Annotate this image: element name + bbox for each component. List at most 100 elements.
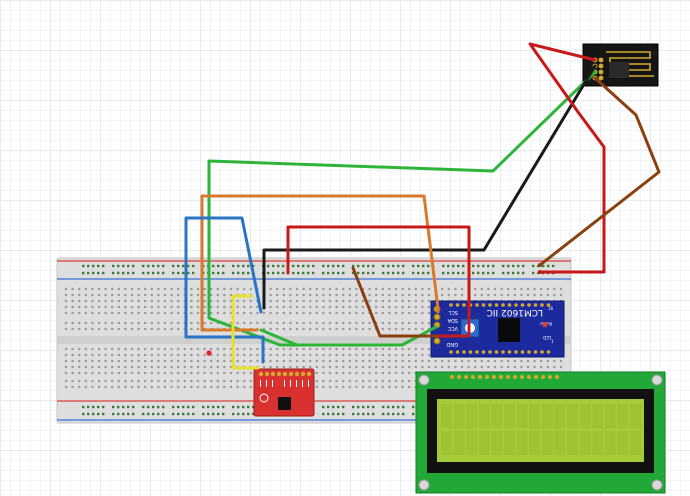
breadboard-hole xyxy=(434,359,437,363)
breadboard-hole xyxy=(276,293,279,297)
breadboard-hole xyxy=(130,293,134,297)
lcd-mount-hole-tr xyxy=(651,374,663,386)
breadboard-hole xyxy=(361,299,365,303)
breadboard-rail-hole xyxy=(282,264,285,268)
breadboard-hole xyxy=(480,359,483,363)
breadboard-rail-hole xyxy=(97,405,100,409)
breadboard-hole xyxy=(427,327,431,331)
lcd-display xyxy=(415,371,666,494)
lcd-char-cell xyxy=(630,404,641,428)
breadboard-hole xyxy=(91,299,94,303)
esp-pin xyxy=(598,69,604,75)
sensor-pin xyxy=(276,371,282,377)
breadboard-hole xyxy=(64,371,68,375)
breadboard-hole xyxy=(355,353,358,357)
breadboard-hole xyxy=(223,385,226,389)
breadboard-hole xyxy=(170,299,173,303)
breadboard-hole xyxy=(309,347,312,351)
breadboard-hole xyxy=(104,305,107,309)
breadboard-hole xyxy=(137,287,140,291)
breadboard-hole xyxy=(203,347,206,351)
breadboard-hole xyxy=(163,371,167,375)
breadboard-hole xyxy=(500,365,503,369)
breadboard-rail-hole xyxy=(297,264,300,268)
breadboard-rail-hole xyxy=(132,271,135,275)
breadboard-hole xyxy=(388,359,391,363)
breadboard-hole xyxy=(493,293,497,297)
breadboard-hole xyxy=(177,353,180,357)
breadboard-hole xyxy=(216,305,219,309)
breadboard-hole xyxy=(348,327,351,331)
lcd-char-cell xyxy=(567,404,578,428)
breadboard-hole xyxy=(408,379,411,383)
breadboard-rail-hole xyxy=(487,264,490,268)
breadboard-hole xyxy=(559,359,563,363)
breadboard-hole xyxy=(361,327,365,331)
breadboard-rail-hole xyxy=(412,264,415,268)
breadboard-hole xyxy=(137,311,140,315)
breadboard-hole xyxy=(335,311,338,315)
breadboard-rail-hole xyxy=(327,405,330,409)
breadboard-hole xyxy=(71,321,74,325)
breadboard-hole xyxy=(196,299,200,303)
breadboard-hole xyxy=(388,327,391,331)
i2c-chip xyxy=(498,318,520,342)
breadboard-hole xyxy=(216,321,219,325)
breadboard-hole xyxy=(269,305,272,309)
breadboard-rail-hole xyxy=(397,271,400,275)
breadboard-rail-hole xyxy=(352,264,355,268)
lcd-char-cell xyxy=(554,404,566,428)
breadboard-rail-hole xyxy=(352,412,355,416)
breadboard-hole xyxy=(381,379,384,383)
breadboard-rail-hole xyxy=(112,271,115,275)
breadboard-hole xyxy=(460,359,464,363)
breadboard-rail-hole xyxy=(132,412,135,416)
breadboard-hole xyxy=(117,287,120,291)
breadboard-hole xyxy=(78,385,81,389)
breadboard-hole xyxy=(104,311,107,315)
breadboard-rail-hole xyxy=(232,405,235,409)
breadboard-rail-hole xyxy=(192,405,195,409)
breadboard-rail-hole xyxy=(152,412,155,416)
breadboard-hole xyxy=(64,365,68,369)
breadboard-rail-hole xyxy=(397,405,400,409)
breadboard-hole xyxy=(144,299,147,303)
breadboard-rail-hole xyxy=(507,271,510,275)
breadboard-hole xyxy=(97,299,101,303)
breadboard-hole xyxy=(315,287,318,291)
lcd-mount-hole-br xyxy=(651,479,663,491)
breadboard-hole xyxy=(361,311,365,315)
breadboard-hole xyxy=(328,379,332,383)
breadboard-rail-hole xyxy=(442,264,445,268)
breadboard-hole xyxy=(328,365,332,369)
breadboard-hole xyxy=(104,347,107,351)
breadboard-hole xyxy=(401,365,404,369)
breadboard-hole xyxy=(262,311,266,315)
breadboard-rail-hole xyxy=(392,271,395,275)
breadboard-hole xyxy=(236,287,239,291)
breadboard-hole xyxy=(328,353,332,357)
breadboard-hole xyxy=(361,321,365,325)
i2c-lcd-pin xyxy=(546,350,551,354)
breadboard-rail-hole xyxy=(372,264,375,268)
breadboard-hole xyxy=(401,327,404,331)
i2c-lcd-pin-row xyxy=(449,303,551,354)
breadboard-hole xyxy=(460,293,464,297)
breadboard-hole xyxy=(414,293,417,297)
breadboard-hole xyxy=(137,321,140,325)
breadboard-hole xyxy=(111,287,114,291)
breadboard-hole xyxy=(177,293,180,297)
breadboard-rail-hole xyxy=(122,271,125,275)
breadboard-hole xyxy=(414,359,417,363)
breadboard-rail-hole xyxy=(122,412,125,416)
breadboard-hole xyxy=(335,287,338,291)
breadboard-rail-hole xyxy=(412,405,415,409)
breadboard-hole xyxy=(421,287,424,291)
breadboard-hole xyxy=(348,379,351,383)
sensor-pin xyxy=(258,371,264,377)
breadboard-hole xyxy=(414,299,417,303)
breadboard-hole xyxy=(388,311,391,315)
breadboard-hole xyxy=(408,347,411,351)
breadboard-hole xyxy=(229,299,233,303)
breadboard-rail-hole xyxy=(392,264,395,268)
